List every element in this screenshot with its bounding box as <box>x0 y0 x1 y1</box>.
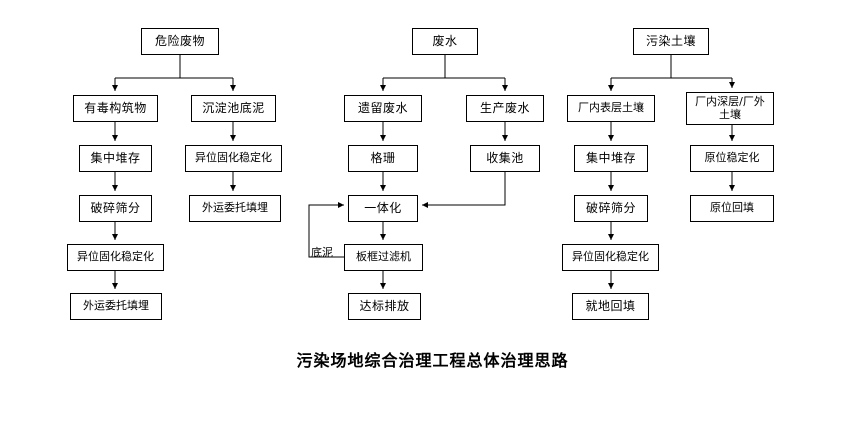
node-plant-surface-soil[interactable]: 厂内表层土壤 <box>567 95 655 122</box>
node-centralized-storage-2[interactable]: 集中堆存 <box>574 145 648 172</box>
node-settling-tank-sludge[interactable]: 沉淀池底泥 <box>191 95 276 122</box>
node-crushing-screening-1[interactable]: 破碎筛分 <box>79 195 152 222</box>
node-offsite-landfill-1[interactable]: 外运委托填埋 <box>189 195 281 222</box>
node-integrated-unit[interactable]: 一体化 <box>348 195 418 222</box>
edge-label-sludge: 底泥 <box>311 246 333 259</box>
node-ex-situ-solidification-2[interactable]: 异位固化稳定化 <box>67 244 164 271</box>
node-in-situ-stabilization[interactable]: 原位稳定化 <box>690 145 774 172</box>
node-collection-pool[interactable]: 收集池 <box>470 145 540 172</box>
node-plate-frame-filter[interactable]: 板框过滤机 <box>344 244 423 271</box>
node-ex-situ-solidification-1[interactable]: 异位固化稳定化 <box>185 145 282 172</box>
node-offsite-landfill-2[interactable]: 外运委托填埋 <box>70 293 162 320</box>
node-centralized-storage-1[interactable]: 集中堆存 <box>79 145 152 172</box>
node-onsite-backfill[interactable]: 就地回填 <box>572 293 649 320</box>
node-in-situ-backfill[interactable]: 原位回填 <box>690 195 774 222</box>
node-production-wastewater[interactable]: 生产废水 <box>466 95 544 122</box>
node-hazardous-waste[interactable]: 危险废物 <box>141 28 219 55</box>
node-compliant-discharge[interactable]: 达标排放 <box>348 293 421 320</box>
diagram-title: 污染场地综合治理工程总体治理思路 <box>296 351 569 370</box>
node-toxic-structures[interactable]: 有毒构筑物 <box>73 95 158 122</box>
node-plant-deep-offsite-soil[interactable]: 厂内深层/厂外 土壤 <box>686 92 774 125</box>
node-wastewater[interactable]: 废水 <box>412 28 478 55</box>
node-residual-wastewater[interactable]: 遗留废水 <box>344 95 422 122</box>
node-contaminated-soil[interactable]: 污染土壤 <box>633 28 709 55</box>
node-ex-situ-solidification-3[interactable]: 异位固化稳定化 <box>562 244 659 271</box>
node-crushing-screening-2[interactable]: 破碎筛分 <box>574 195 648 222</box>
node-grating[interactable]: 格珊 <box>348 145 418 172</box>
